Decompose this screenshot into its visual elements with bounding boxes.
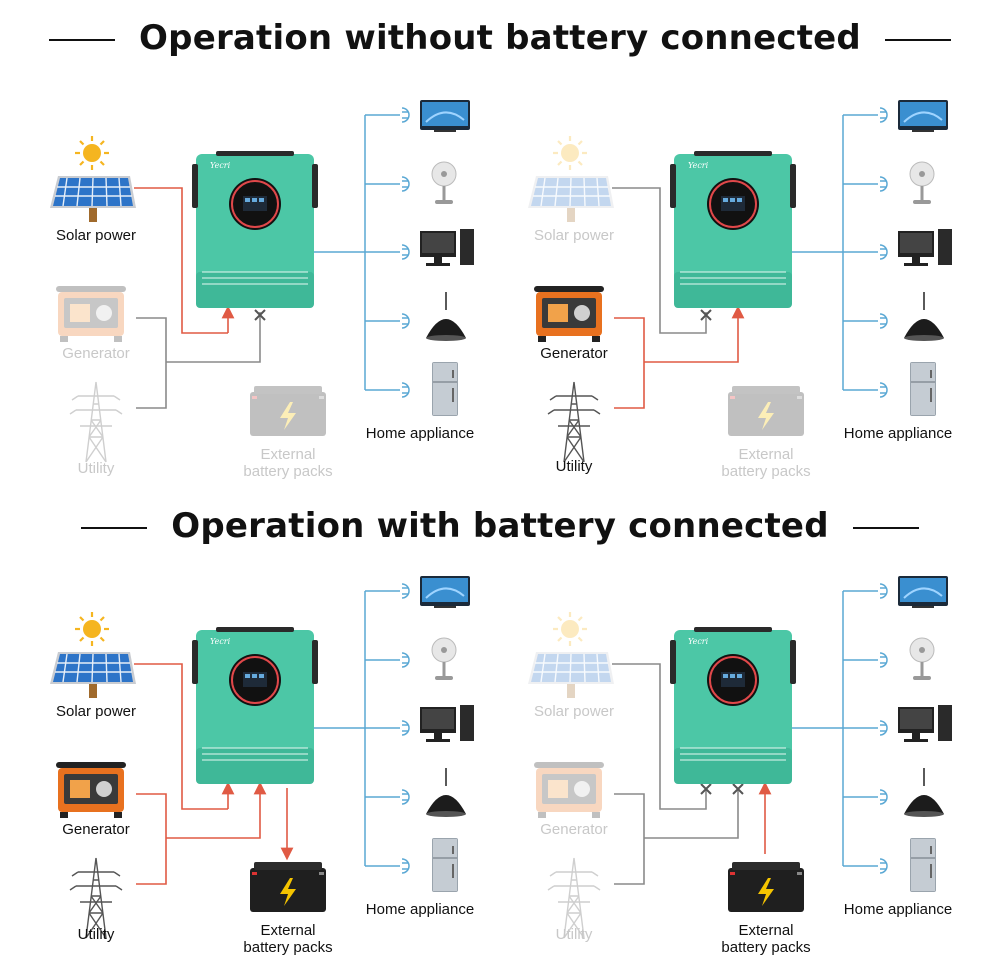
utility-tower-icon (547, 381, 601, 463)
scenario-diagram (49, 99, 474, 463)
cross-icon (700, 783, 712, 795)
generator-icon (56, 762, 126, 818)
solar-panel-icon (49, 651, 137, 699)
solar-panel-icon (527, 175, 615, 223)
home-appliance-label: Home appliance (843, 901, 953, 918)
battery-label-line1: External (738, 922, 794, 939)
sun-icon (73, 610, 111, 648)
generator-utility-line (614, 317, 645, 409)
utility-label: Utility (77, 460, 115, 477)
scenario-diagram (527, 99, 952, 463)
generator-utility-line (136, 793, 167, 885)
generator-icon (56, 286, 126, 342)
title-rule-right (884, 38, 951, 41)
scenario-diagram (49, 575, 474, 939)
battery-label-line2: battery packs (721, 463, 811, 480)
sun-icon (551, 610, 589, 648)
scenario-diagram (527, 575, 952, 939)
fan-icon (908, 160, 936, 206)
solar-label: Solar power (533, 227, 615, 244)
section-title-text: Operation without battery connected (139, 18, 861, 58)
title-rule-left (81, 526, 148, 529)
utility-label: Utility (555, 926, 593, 943)
home-appliance-label: Home appliance (843, 425, 953, 442)
inverter-icon (191, 150, 319, 309)
utility-label: Utility (555, 458, 593, 475)
tv-icon (897, 99, 949, 133)
generator-icon (534, 762, 604, 818)
section-title-text: Operation with battery connected (171, 506, 829, 546)
computer-icon (898, 229, 952, 266)
battery-label-line2: battery packs (243, 939, 333, 956)
grid-feed-line (644, 788, 739, 839)
scenario-panel-battery-only: Solar power Generator Utility External b… (498, 566, 978, 966)
battery-label-line2: battery packs (243, 463, 333, 480)
battery-icon (250, 862, 326, 912)
generator-label: Generator (540, 821, 608, 838)
scenario-panel-battery-charging: Solar power Generator Utility External b… (20, 566, 500, 966)
scenario-panel-grid-only: Solar power Generator Utility External b… (498, 90, 978, 490)
battery-label-line1: External (260, 446, 316, 463)
inverter-icon (191, 626, 319, 785)
section-title-with-battery: Operation with battery connected (0, 506, 1000, 546)
solar-feed-line (612, 187, 707, 334)
lamp-icon (903, 767, 945, 818)
solar-label: Solar power (533, 703, 615, 720)
solar-feed-line (134, 187, 228, 334)
battery-label-line2: battery packs (721, 939, 811, 956)
home-appliance-label: Home appliance (365, 425, 475, 442)
fan-icon (430, 160, 458, 206)
battery-icon (728, 386, 804, 436)
sun-icon (73, 134, 111, 172)
battery-label-line1: External (260, 922, 316, 939)
generator-utility-line (136, 317, 167, 409)
computer-icon (420, 229, 474, 266)
fridge-icon (909, 361, 937, 417)
fridge-icon (909, 837, 937, 893)
fan-icon (908, 636, 936, 682)
tv-icon (897, 575, 949, 609)
title-rule-left (49, 38, 116, 41)
cross-icon (732, 783, 744, 795)
battery-icon (728, 862, 804, 912)
generator-label: Generator (62, 821, 130, 838)
utility-label: Utility (77, 926, 115, 943)
cross-icon (700, 309, 712, 321)
home-appliance-label: Home appliance (365, 901, 475, 918)
generator-label: Generator (62, 345, 130, 362)
solar-panel-icon (527, 651, 615, 699)
grid-feed-line (644, 333, 739, 363)
scenario-panel-solar-only: Solar power Generator Utility External b… (20, 90, 500, 490)
solar-feed-line (612, 663, 707, 810)
battery-icon (250, 386, 326, 436)
fridge-icon (431, 361, 459, 417)
lamp-icon (425, 767, 467, 818)
title-rule-right (852, 526, 919, 529)
utility-tower-icon (69, 381, 123, 463)
inverter-icon (669, 150, 797, 309)
generator-icon (534, 286, 604, 342)
inverter-icon (669, 626, 797, 785)
grid-feed-line (166, 312, 261, 363)
fan-icon (430, 636, 458, 682)
cross-icon (254, 309, 266, 321)
computer-icon (898, 705, 952, 742)
tv-icon (419, 99, 471, 133)
solar-panel-icon (49, 175, 137, 223)
lamp-icon (903, 291, 945, 342)
battery-label-line1: External (738, 446, 794, 463)
computer-icon (420, 705, 474, 742)
grid-feed-line (166, 809, 261, 839)
solar-feed-line (134, 663, 228, 810)
tv-icon (419, 575, 471, 609)
solar-label: Solar power (55, 227, 137, 244)
solar-label: Solar power (55, 703, 137, 720)
generator-label: Generator (540, 345, 608, 362)
sun-icon (551, 134, 589, 172)
fridge-icon (431, 837, 459, 893)
lamp-icon (425, 291, 467, 342)
section-title-without-battery: Operation without battery connected (0, 18, 1000, 58)
generator-utility-line (614, 793, 645, 885)
